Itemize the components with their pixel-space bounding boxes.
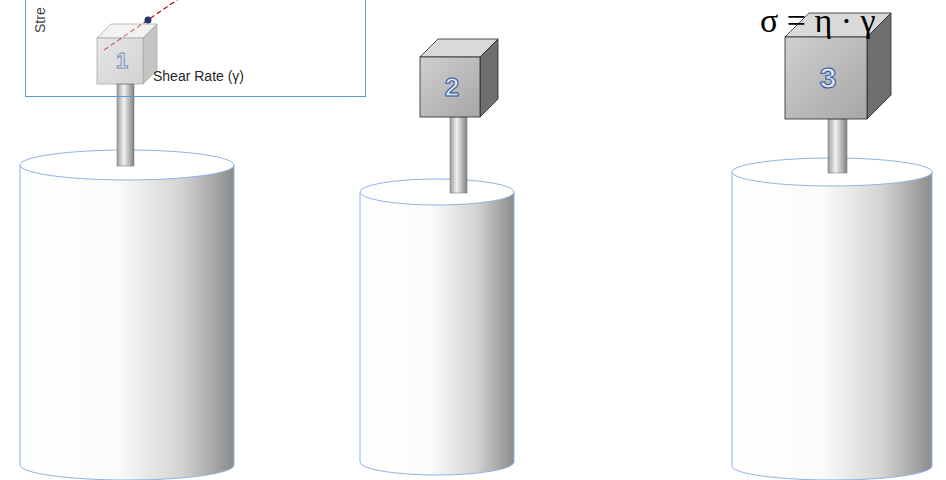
axis-title: Stre (32, 7, 48, 33)
data-point (145, 17, 152, 24)
axis-title: Shear Rate (γ) (153, 68, 244, 84)
callout-number: 2 (420, 57, 484, 117)
cup-cylinder (732, 158, 932, 480)
spindle-cube (97, 24, 157, 84)
formula-label: σ = η · γ (760, 2, 876, 40)
callout-number: 1 (97, 38, 147, 84)
spindle-cube-box: 2 (420, 57, 484, 117)
cup-cylinder (360, 179, 514, 475)
spindle-cube (420, 39, 498, 117)
spindle-shaft (828, 119, 847, 173)
spindle-cube-box: 3 (785, 37, 871, 119)
spindle-shaft (450, 117, 467, 193)
callout-number: 3 (785, 37, 871, 119)
spindle-cube-box: 1 (97, 38, 147, 84)
chart-panel: StreShear Rate (γ) (25, 0, 366, 97)
cup-cylinder (20, 150, 234, 480)
